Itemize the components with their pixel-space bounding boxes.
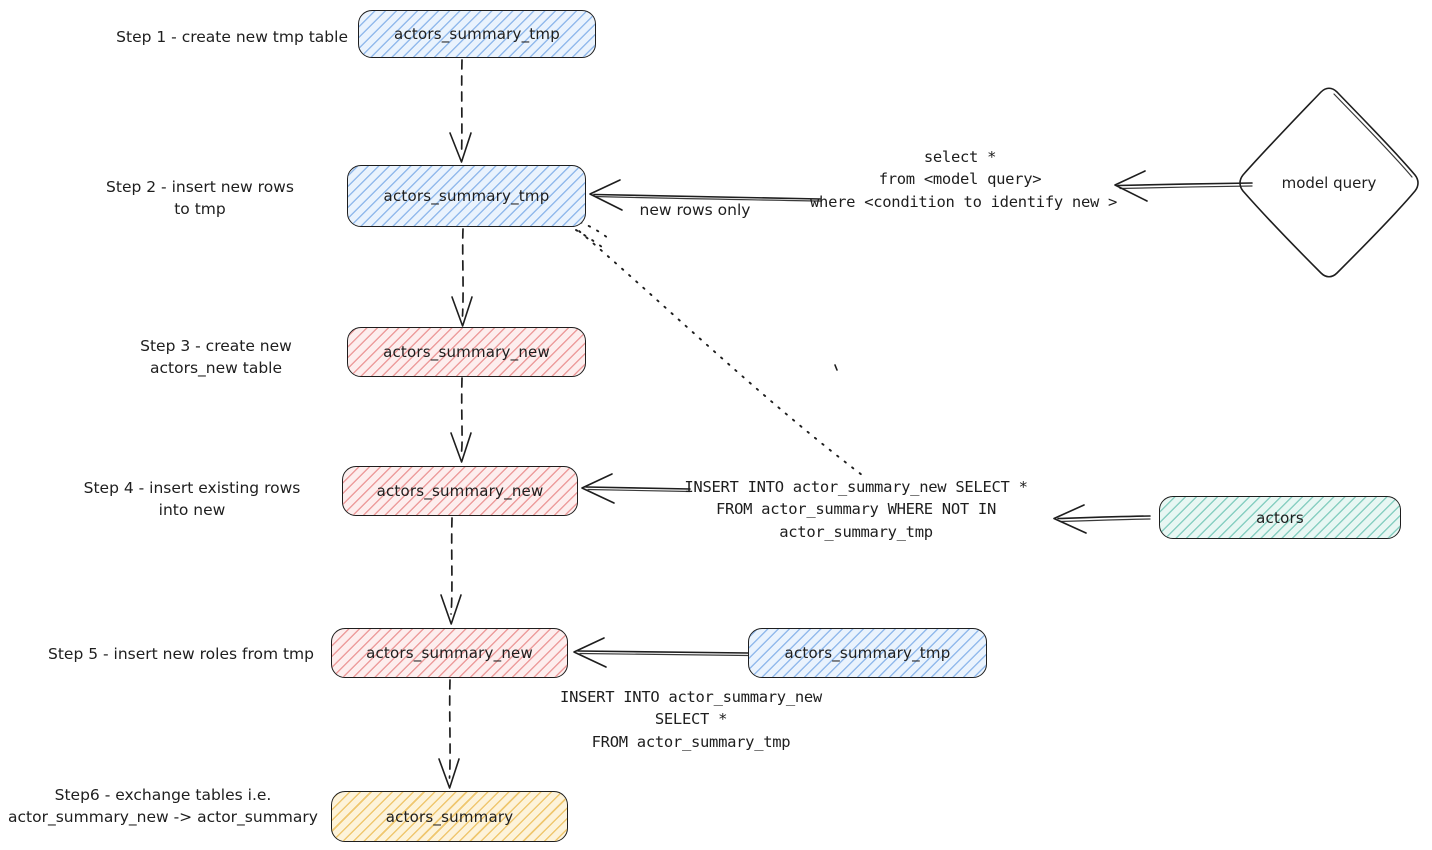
node-label: actors_summary_tmp <box>383 187 550 205</box>
node-step6-actors-summary[interactable]: actors_summary <box>331 791 568 842</box>
edge-label-insert-existing-sql: INSERT INTO actor_summary_new SELECT * F… <box>684 478 1028 541</box>
node-label: actors <box>1256 508 1304 527</box>
edge-tmp-to-step5 <box>573 637 749 668</box>
caption-step-6: Step6 - exchange tables i.e. actor_summa… <box>8 786 318 827</box>
caption-step-5: Step 5 - insert new roles from tmp <box>48 645 314 663</box>
node-step5-actors-summary-new[interactable]: actors_summary_new <box>331 628 568 678</box>
edge-label-insert-from-tmp-sql: INSERT INTO actor_summary_new SELECT * F… <box>560 688 822 751</box>
edge-label-model-query-sql: select * from <model query> where <condi… <box>810 148 1118 211</box>
caption-step-1: Step 1 - create new tmp table <box>116 28 348 46</box>
edge-label-new-rows-only: new rows only <box>639 201 751 219</box>
node-source-actors[interactable]: actors <box>1159 496 1401 539</box>
node-step3-actors-summary-new[interactable]: actors_summary_new <box>347 327 586 377</box>
edge-insert-existing-into-step4 <box>581 473 691 504</box>
node-step2-actors-summary-tmp[interactable]: actors_summary_tmp <box>347 165 586 227</box>
node-label: actors_summary_tmp <box>784 644 951 662</box>
node-step4-actors-summary-new[interactable]: actors_summary_new <box>342 466 578 516</box>
edge-step2-to-step3 <box>451 228 473 327</box>
node-label: actors_summary <box>385 807 514 826</box>
stray-tick-mark <box>834 364 838 371</box>
edge-actors-to-sql <box>1053 504 1151 534</box>
caption-step-4: Step 4 - insert existing rows into new <box>83 479 301 520</box>
edge-step5-to-step6 <box>438 679 460 789</box>
node-label: actors_summary_new <box>383 343 550 361</box>
edge-step2-dotted-diagonal <box>571 221 867 479</box>
node-label: actors_summary_tmp <box>394 25 560 43</box>
node-model-query-diamond[interactable]: model query <box>1239 87 1419 278</box>
node-step1-actors-summary-tmp[interactable]: actors_summary_tmp <box>358 10 596 58</box>
edge-step4-to-step5 <box>440 517 462 625</box>
node-source-actors-summary-tmp[interactable]: actors_summary_tmp <box>748 628 987 678</box>
node-label: actors_summary_new <box>376 482 544 500</box>
edge-model-query <box>1114 170 1253 202</box>
node-label: model query <box>1281 173 1377 192</box>
node-label: actors_summary_new <box>366 644 533 662</box>
edge-step3-to-step4 <box>450 377 472 463</box>
edge-step1-to-step2 <box>449 59 472 163</box>
caption-step-2: Step 2 - insert new rows to tmp <box>106 178 294 219</box>
caption-step-3: Step 3 - create new actors_new table <box>140 337 292 378</box>
